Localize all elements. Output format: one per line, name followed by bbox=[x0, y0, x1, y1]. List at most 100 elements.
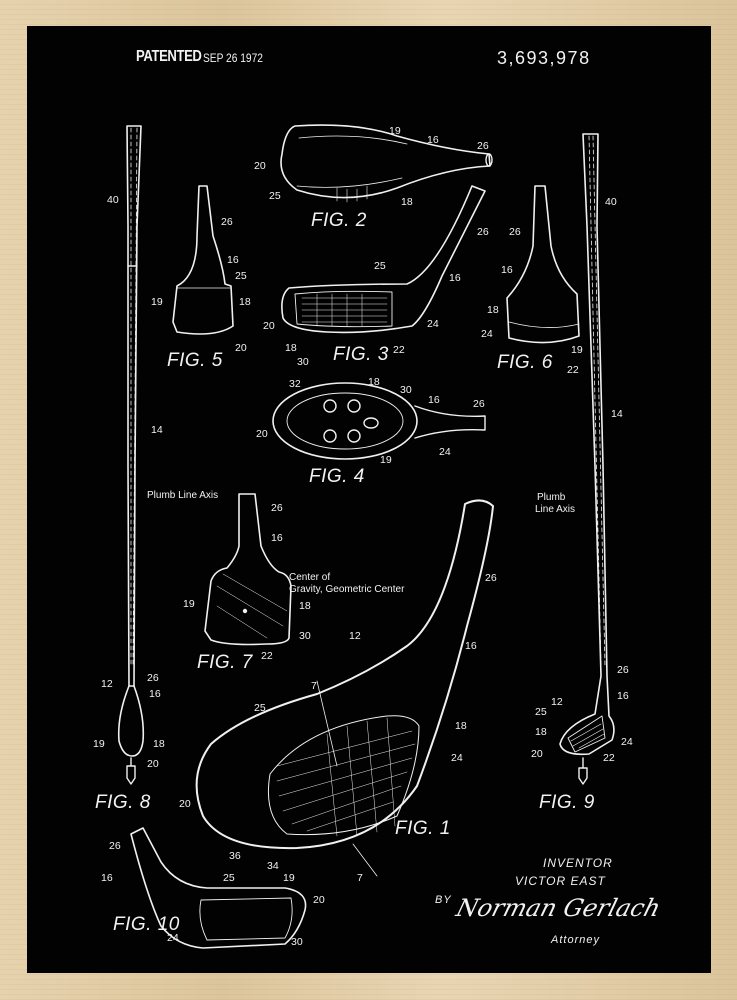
ref-numeral: 25 bbox=[269, 190, 281, 202]
ref-numeral: 22 bbox=[261, 650, 273, 662]
ref-numeral: 16 bbox=[465, 640, 477, 652]
attorney-label: Attorney bbox=[551, 934, 600, 946]
fig6-label: FIG. 6 bbox=[497, 352, 553, 373]
ref-numeral: 26 bbox=[271, 502, 283, 514]
ref-numeral: 19 bbox=[571, 344, 583, 356]
fig8-club-drawing bbox=[117, 125, 145, 785]
ref-numeral: 20 bbox=[531, 748, 543, 760]
ref-numeral: 19 bbox=[283, 872, 295, 884]
fig9-label: FIG. 9 bbox=[539, 792, 595, 813]
ref-numeral: 26 bbox=[147, 672, 159, 684]
ref-numeral: 7 bbox=[357, 872, 363, 884]
ref-numeral: 25 bbox=[235, 270, 247, 282]
ref-numeral: 20 bbox=[256, 428, 268, 440]
ref-numeral: 30 bbox=[400, 384, 412, 396]
ref-numeral: 30 bbox=[297, 356, 309, 368]
fig1-label: FIG. 1 bbox=[395, 818, 451, 839]
fig3-label: FIG. 3 bbox=[333, 344, 389, 365]
fig4-drawing bbox=[272, 382, 486, 460]
ref-numeral: 16 bbox=[427, 134, 439, 146]
ref-numeral: 19 bbox=[380, 454, 392, 466]
center-of-gravity-1: Center of bbox=[289, 572, 331, 583]
ref-numeral: 24 bbox=[481, 328, 493, 340]
ref-numeral: 20 bbox=[179, 798, 191, 810]
ref-numeral: 16 bbox=[149, 688, 161, 700]
ref-numeral: 26 bbox=[477, 140, 489, 152]
ref-numeral: 25 bbox=[374, 260, 386, 272]
ref-numeral: 16 bbox=[271, 532, 283, 544]
plumb-line-axis-right-1: Plumb bbox=[537, 492, 566, 503]
fig7-label: FIG. 7 bbox=[197, 652, 253, 673]
ref-numeral: 20 bbox=[313, 894, 325, 906]
ref-numeral: 19 bbox=[183, 598, 195, 610]
patent-poster: PATENTED SEP 26 1972 3,693,978 FIG. 2 FI… bbox=[27, 26, 711, 973]
ref-numeral: 22 bbox=[393, 344, 405, 356]
ref-numeral: 16 bbox=[101, 872, 113, 884]
center-of-gravity-2: Gravity, Geometric Center bbox=[289, 584, 405, 595]
ref-numeral: 19 bbox=[389, 125, 401, 137]
ref-numeral: 30 bbox=[291, 936, 303, 948]
ref-numeral: 18 bbox=[535, 726, 547, 738]
ref-numeral: 24 bbox=[427, 318, 439, 330]
ref-numeral: 40 bbox=[107, 194, 119, 206]
ref-numeral: 40 bbox=[605, 196, 617, 208]
ref-numeral: 12 bbox=[551, 696, 563, 708]
fig2-label: FIG. 2 bbox=[311, 210, 367, 231]
ref-numeral: 16 bbox=[501, 264, 513, 276]
ref-numeral: 18 bbox=[239, 296, 251, 308]
patent-number: 3,693,978 bbox=[497, 48, 591, 68]
fig3-drawing bbox=[281, 185, 486, 334]
ref-numeral: 7 bbox=[311, 680, 317, 692]
ref-numeral: 24 bbox=[439, 446, 451, 458]
patent-date: SEP 26 1972 bbox=[203, 51, 263, 65]
ref-numeral: 20 bbox=[263, 320, 275, 332]
patented-label: PATENTED bbox=[136, 48, 202, 65]
fig6-drawing bbox=[506, 185, 580, 344]
ref-numeral: 14 bbox=[611, 408, 623, 420]
ref-numeral: 36 bbox=[229, 850, 241, 862]
ref-numeral: 22 bbox=[603, 752, 615, 764]
ref-numeral: 18 bbox=[487, 304, 499, 316]
ref-numeral: 16 bbox=[227, 254, 239, 266]
ref-numeral: 18 bbox=[153, 738, 165, 750]
ref-numeral: 26 bbox=[485, 572, 497, 584]
ref-numeral: 25 bbox=[254, 702, 266, 714]
ref-numeral: 32 bbox=[289, 378, 301, 390]
ref-numeral: 20 bbox=[235, 342, 247, 354]
ref-numeral: 25 bbox=[223, 872, 235, 884]
ref-numeral: 19 bbox=[151, 296, 163, 308]
fig10-label: FIG. 10 bbox=[113, 914, 180, 935]
ref-numeral: 34 bbox=[267, 860, 279, 872]
plumb-line-axis-right-2: Line Axis bbox=[535, 504, 576, 515]
ref-numeral: 26 bbox=[221, 216, 233, 228]
fig7-drawing bbox=[204, 493, 292, 646]
ref-numeral: 24 bbox=[451, 752, 463, 764]
ref-numeral: 19 bbox=[93, 738, 105, 750]
patent-drawing bbox=[117, 124, 615, 949]
ref-numeral: 26 bbox=[617, 664, 629, 676]
fig5-drawing bbox=[172, 185, 234, 335]
ref-numeral: 26 bbox=[109, 840, 121, 852]
ref-numeral: 14 bbox=[151, 424, 163, 436]
ref-numeral: 22 bbox=[567, 364, 579, 376]
ref-numeral: 26 bbox=[473, 398, 485, 410]
ref-numeral: 18 bbox=[368, 376, 380, 388]
ref-numeral: 16 bbox=[428, 394, 440, 406]
ref-numeral: 20 bbox=[254, 160, 266, 172]
ref-numeral: 24 bbox=[621, 736, 633, 748]
ref-numeral: 18 bbox=[285, 342, 297, 354]
inventor-label: INVENTOR bbox=[543, 856, 613, 870]
fig1-drawing bbox=[195, 499, 494, 877]
fig2-drawing bbox=[280, 124, 493, 203]
ref-numeral: 12 bbox=[349, 630, 361, 642]
ref-numeral: 20 bbox=[147, 758, 159, 770]
ref-numeral: 16 bbox=[449, 272, 461, 284]
ref-numeral: 26 bbox=[509, 226, 521, 238]
ref-numeral: 18 bbox=[299, 600, 311, 612]
ref-numeral: 24 bbox=[167, 932, 179, 944]
ref-numeral: 16 bbox=[617, 690, 629, 702]
attorney-signature: Norman Gerlach bbox=[453, 894, 664, 922]
fig4-label: FIG. 4 bbox=[309, 466, 365, 487]
fig10-drawing bbox=[130, 827, 307, 949]
ref-numeral: 18 bbox=[455, 720, 467, 732]
